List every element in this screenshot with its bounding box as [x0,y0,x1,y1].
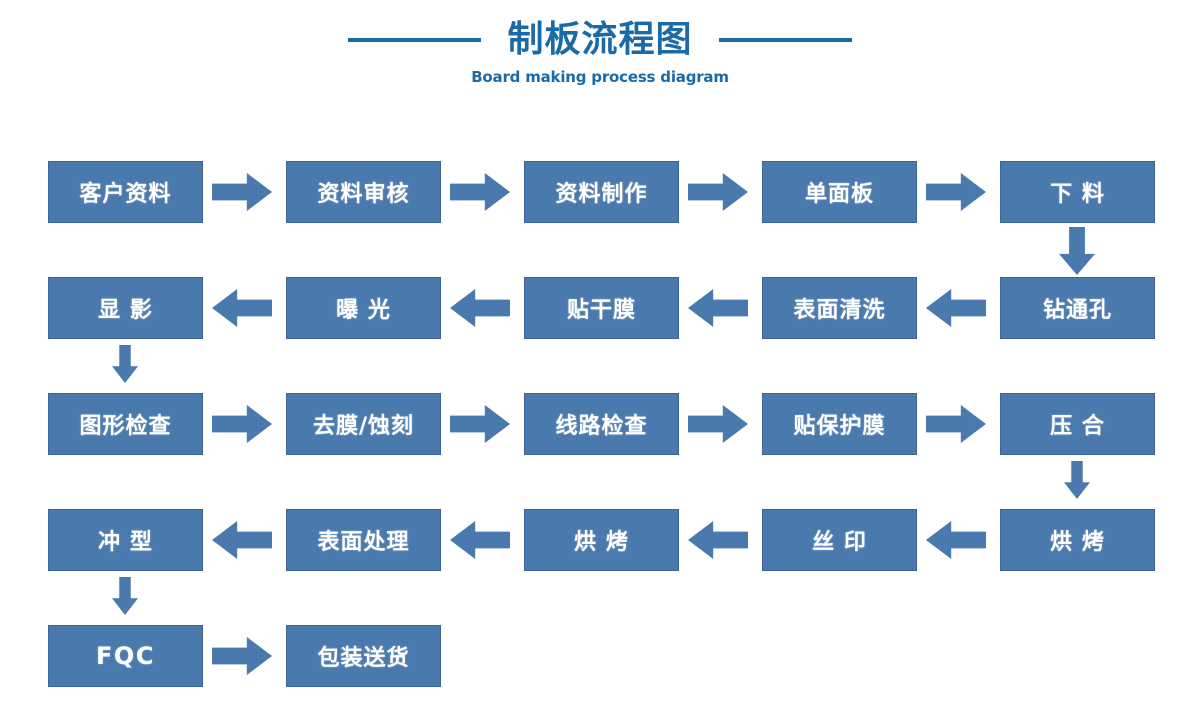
arrow-right-icon-r1-4 [926,173,986,211]
arrow-left-icon-r4-4 [926,521,986,559]
process-node-baking-1[interactable]: 烘 烤 [1000,509,1155,571]
arrow-left-icon-r4-3 [688,521,748,559]
arrow-left-icon-r4-2 [450,521,510,559]
process-node-single-sided-board[interactable]: 单面板 [762,161,917,223]
process-node-stripping-etching[interactable]: 去膜/蚀刻 [286,393,441,455]
page-subtitle: Board making process diagram [471,68,729,86]
process-node-customer-data[interactable]: 客户资料 [48,161,203,223]
process-node-through-hole-drilling[interactable]: 钻通孔 [1000,277,1155,339]
process-node-dry-film-lamination[interactable]: 贴干膜 [524,277,679,339]
arrow-down-icon-col5-r3-r4 [1064,461,1090,499]
process-node-developing[interactable]: 显 影 [48,277,203,339]
process-node-fqc[interactable]: FQC [48,625,203,687]
process-node-surface-cleaning[interactable]: 表面清洗 [762,277,917,339]
arrow-left-icon-r2-1 [212,289,272,327]
process-node-cutting[interactable]: 下 料 [1000,161,1155,223]
arrow-left-icon-r2-3 [688,289,748,327]
arrow-left-icon-r2-4 [926,289,986,327]
arrow-down-icon-col1-r4-r5 [112,577,138,615]
process-node-data-review[interactable]: 资料审核 [286,161,441,223]
arrow-down-icon-col5-r1-r2 [1059,227,1095,275]
page-title: 制板流程图 [507,19,693,60]
process-node-silk-screen[interactable]: 丝 印 [762,509,917,571]
process-node-baking-2[interactable]: 烘 烤 [524,509,679,571]
arrow-left-icon-r2-2 [450,289,510,327]
process-node-pattern-inspection[interactable]: 图形检查 [48,393,203,455]
process-node-data-production[interactable]: 资料制作 [524,161,679,223]
process-node-punching[interactable]: 冲 型 [48,509,203,571]
arrow-right-icon-r3-3 [688,405,748,443]
arrow-right-icon-r3-1 [212,405,272,443]
arrow-right-icon-r1-3 [688,173,748,211]
process-node-lamination[interactable]: 压 合 [1000,393,1155,455]
process-node-circuit-inspection[interactable]: 线路检查 [524,393,679,455]
process-node-surface-treatment[interactable]: 表面处理 [286,509,441,571]
process-node-exposure[interactable]: 曝 光 [286,277,441,339]
arrow-right-icon-r3-2 [450,405,510,443]
arrow-down-icon-col1-r2-r3 [112,345,138,383]
arrow-right-icon-r3-4 [926,405,986,443]
title-decoration-line-left [348,38,482,42]
arrow-left-icon-r4-1 [212,521,272,559]
page-header: 制板流程图 Board making process diagram [0,0,1200,130]
arrow-right-icon-r5-1 [212,637,272,675]
arrow-right-icon-r1-1 [212,173,272,211]
arrow-right-icon-r1-2 [450,173,510,211]
title-decoration-line-right [718,38,852,42]
title-row: 制板流程图 [0,18,1200,62]
process-node-protective-film[interactable]: 贴保护膜 [762,393,917,455]
process-node-packaging-delivery[interactable]: 包装送货 [286,625,441,687]
